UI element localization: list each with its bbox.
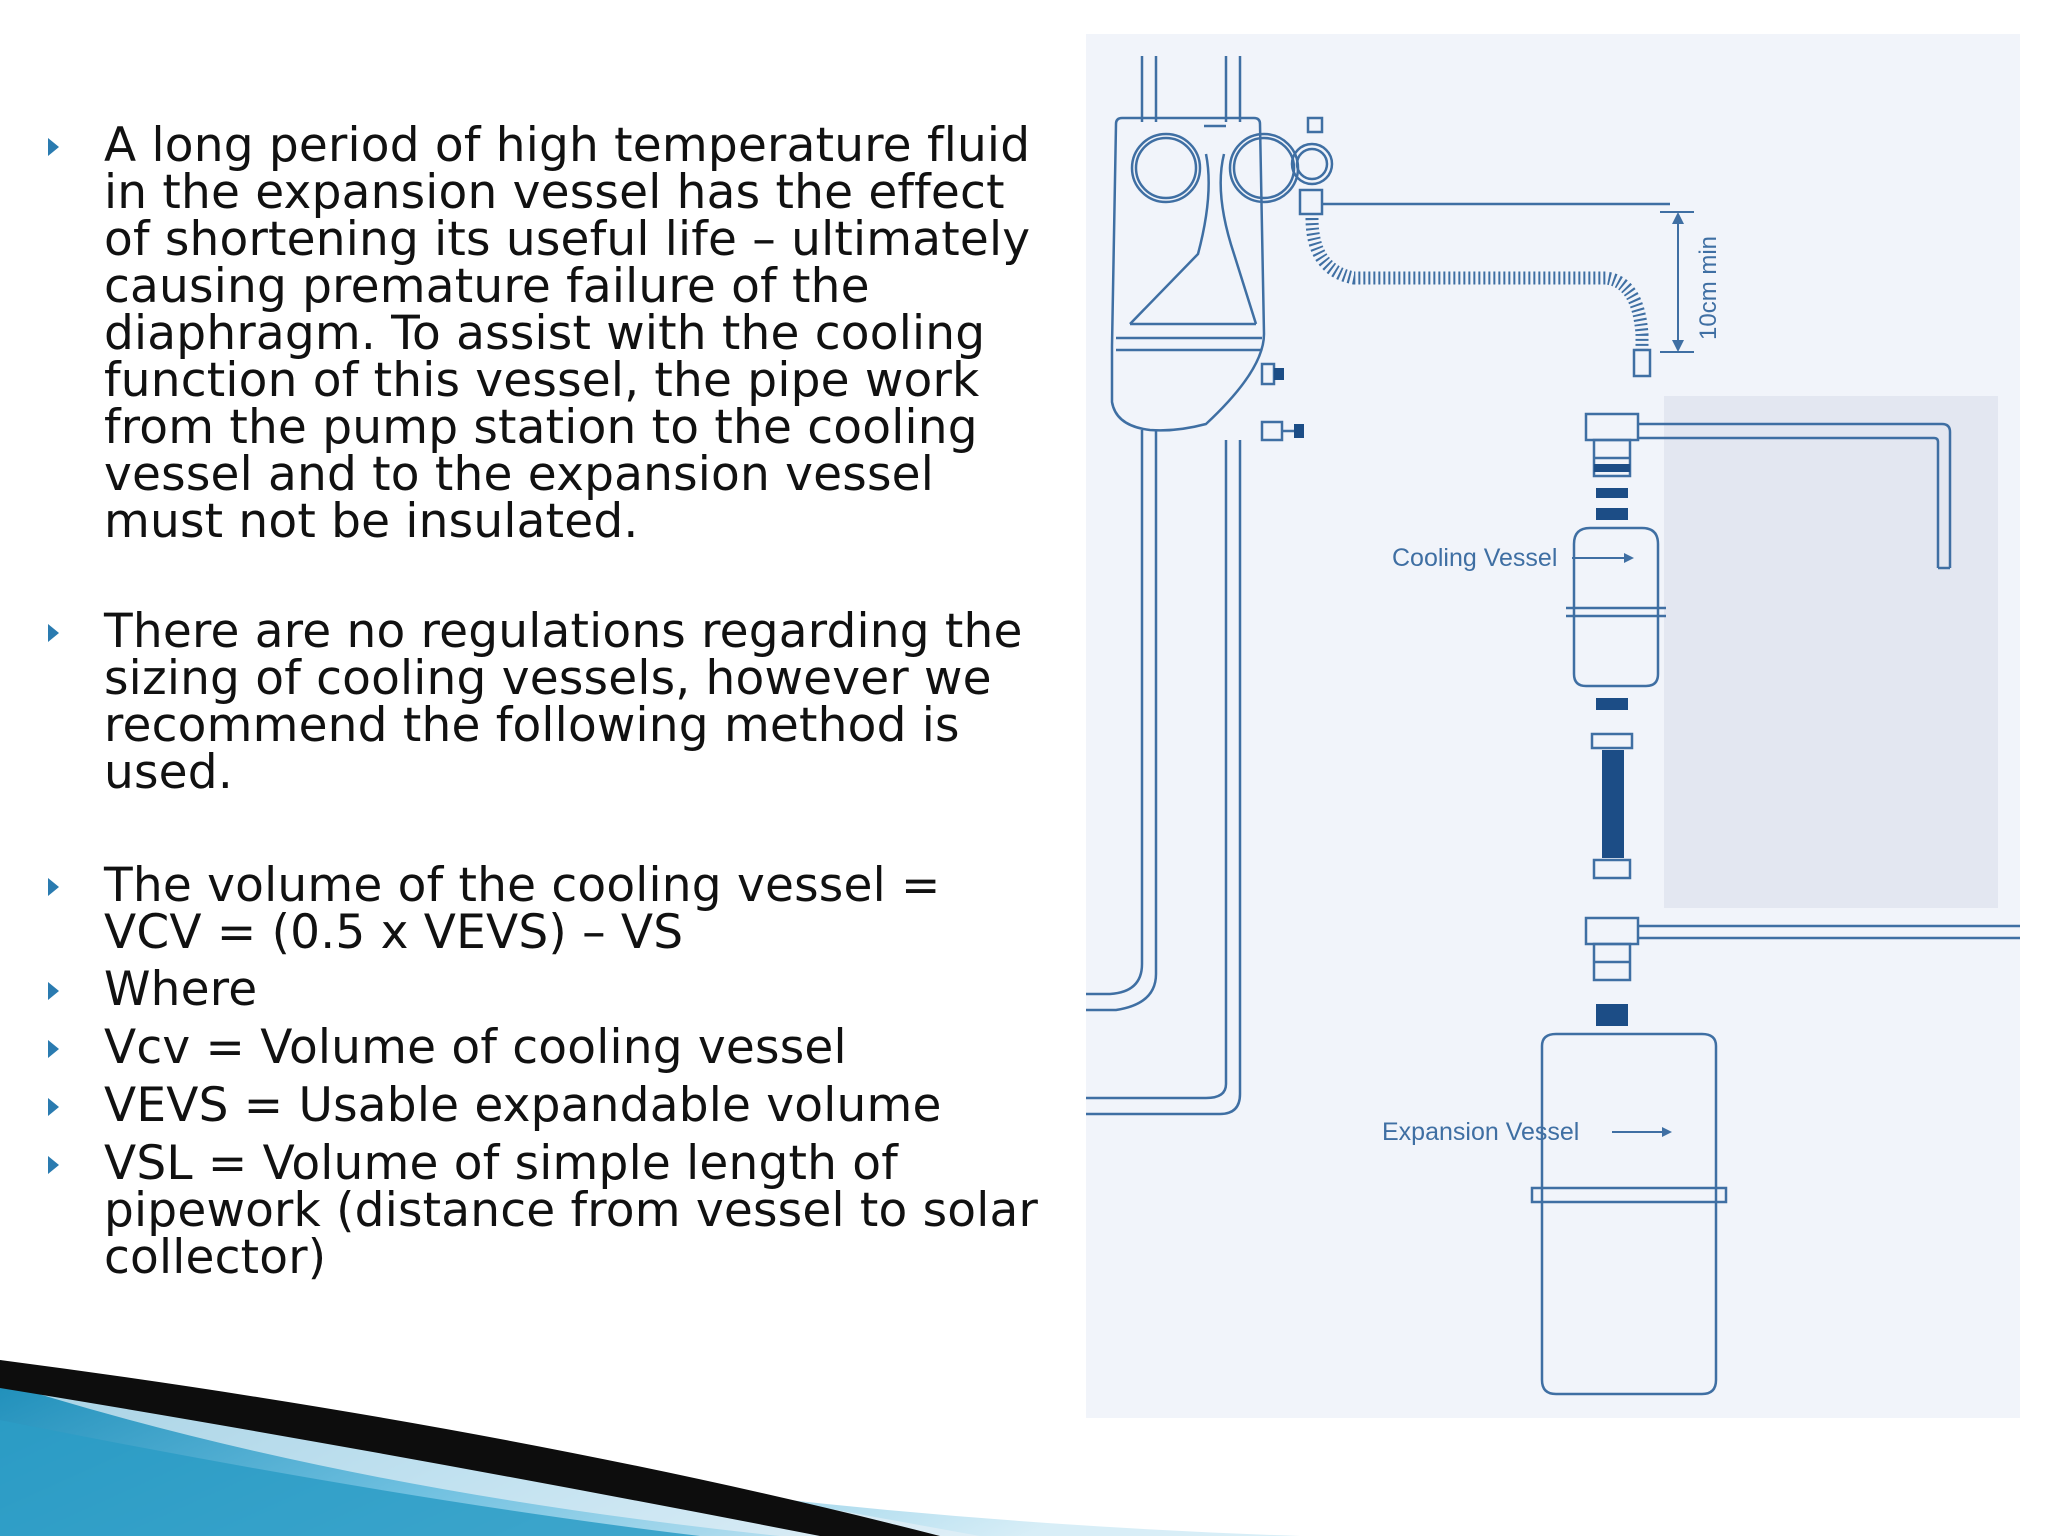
flexible-hose	[1305, 217, 1649, 352]
bullet-text-line: Where	[104, 962, 258, 1017]
bullet-vsl: VSL = Volume of simple length of pipewor…	[48, 1136, 1064, 1285]
bullet-text-line: The volume of the cooling vessel =	[104, 858, 941, 913]
cooling-vessel-bottom-fitting	[1596, 698, 1628, 710]
dimension-marker	[1660, 211, 1694, 353]
bullet-paragraph-2: There are no regulations regarding the s…	[48, 604, 1064, 800]
bullet-text-line: VSL = Volume of simple length of	[104, 1136, 898, 1191]
connector-fitting	[1274, 368, 1284, 380]
bullet-vcv: Vcv = Volume of cooling vessel	[48, 1020, 1064, 1075]
bullet-text-line: used.	[104, 745, 233, 800]
bullet-text-line: from the pump station to the cooling	[104, 400, 978, 455]
decorative-swoosh	[0, 1360, 1300, 1536]
bullet-text-line: Vcv = Volume of cooling vessel	[104, 1020, 847, 1075]
bullet-triangle-icon	[48, 1098, 59, 1116]
bullet-paragraph-1: A long period of high temperature fluid …	[48, 118, 1064, 549]
bullet-text-line: of shortening its useful life – ultimate…	[104, 212, 1031, 267]
cooling-vessel-diagram: 10cm min Cooling Vessel Expansion Vessel	[1086, 34, 2020, 1418]
bullet-text-line: function of this vessel, the pipe work	[104, 353, 980, 408]
bullet-text-line: sizing of cooling vessels, however we	[104, 651, 992, 706]
bullet-text-line: in the expansion vessel has the effect	[104, 165, 1005, 220]
cooling-vessel-label: Cooling Vessel	[1392, 544, 1557, 572]
connecting-flex-pipe	[1602, 750, 1624, 858]
bullet-text-line: pipework (distance from vessel to solar	[104, 1183, 1039, 1238]
bullet-text-line: must not be insulated.	[104, 494, 639, 549]
cooling-vessel-assembly	[1566, 412, 2020, 982]
bullet-where: Where	[48, 962, 1064, 1017]
bullet-vevs: VEVS = Usable expandable volume	[48, 1078, 1064, 1133]
arrow-right-icon	[1662, 1127, 1672, 1137]
bullet-text-line: diaphragm. To assist with the cooling	[104, 306, 986, 361]
bullet-triangle-icon	[48, 1040, 59, 1058]
bullet-text-line: There are no regulations regarding the	[104, 604, 1023, 659]
pressure-gauge	[1290, 116, 1670, 216]
bullet-text-line: VCV = (0.5 x VEVS) – VS	[104, 905, 684, 960]
cooling-vessel-top-fitting	[1596, 488, 1628, 498]
dimension-arrow-up-icon	[1672, 212, 1684, 224]
valve-nut	[1594, 464, 1630, 472]
bullet-text-line: causing premature failure of the	[104, 259, 870, 314]
pump-station	[1110, 56, 1300, 442]
bullet-triangle-icon	[48, 982, 59, 1000]
bullet-text-line: VEVS = Usable expandable volume	[104, 1078, 942, 1133]
bullet-text-line: vessel and to the expansion vessel	[104, 447, 935, 502]
bullet-triangle-icon	[48, 1156, 59, 1174]
cooling-vessel-top-fitting	[1596, 508, 1628, 520]
bullet-text-line: recommend the following method is	[104, 698, 960, 753]
swoosh-blue-band	[0, 1420, 700, 1536]
expansion-vessel-fitting	[1596, 1004, 1628, 1026]
swoosh-dark-band	[0, 1360, 940, 1536]
connector-fitting	[1294, 424, 1304, 438]
bullet-text-line: collector)	[104, 1230, 327, 1285]
expansion-vessel-label: Expansion Vessel	[1382, 1118, 1579, 1146]
dimension-arrow-down-icon	[1672, 340, 1684, 352]
bullet-triangle-icon	[48, 624, 59, 642]
bullet-triangle-icon	[48, 878, 59, 896]
slide-text: A long period of high temperature fluid …	[48, 118, 1064, 1285]
arrow-right-icon	[1624, 553, 1634, 563]
dimension-label: 10cm min	[1695, 236, 1722, 340]
cooling-vessel-zone	[1664, 396, 1998, 908]
bullet-triangle-icon	[48, 138, 59, 156]
expansion-vessel	[1530, 1032, 1728, 1396]
bullet-formula: The volume of the cooling vessel = VCV =…	[48, 858, 1064, 960]
hose-end	[1632, 348, 1652, 378]
return-pipes	[1086, 430, 1242, 1116]
bullet-text-line: A long period of high temperature fluid	[104, 118, 1031, 173]
